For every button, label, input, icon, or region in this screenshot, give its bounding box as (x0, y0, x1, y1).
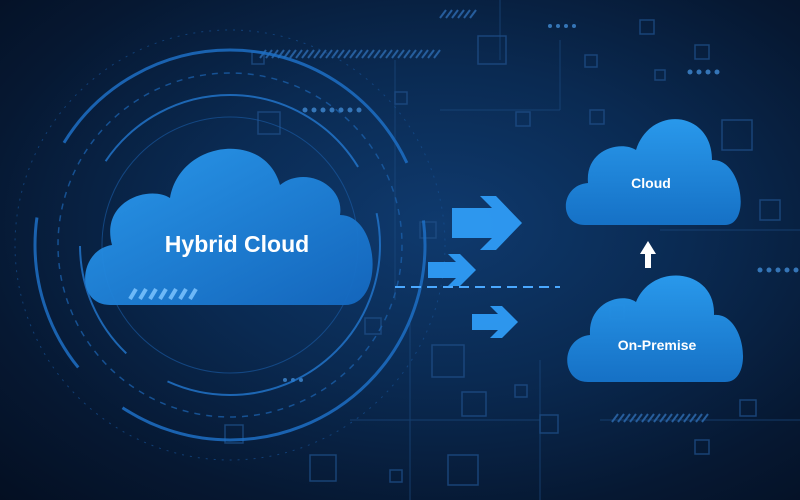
circuit-lines (350, 0, 800, 500)
arrow-right-icon (472, 306, 518, 338)
hybrid-cloud-shape: Hybrid Cloud (85, 148, 373, 305)
dot-decor (283, 24, 799, 382)
on-premise-label: On-Premise (618, 337, 697, 353)
cloud-shape: Cloud (565, 119, 741, 225)
arrow-right-icon (452, 196, 522, 250)
hybrid-cloud-label: Hybrid Cloud (165, 231, 309, 257)
cloud-label: Cloud (631, 175, 671, 191)
hybrid-cloud-stripes (128, 287, 198, 301)
on-premise-cloud-shape: On-Premise (567, 275, 744, 382)
arrow-up-icon (640, 241, 656, 268)
arrow-right-icon (428, 254, 476, 286)
orbit-rings (14, 29, 446, 461)
flow-arrows (428, 196, 522, 338)
